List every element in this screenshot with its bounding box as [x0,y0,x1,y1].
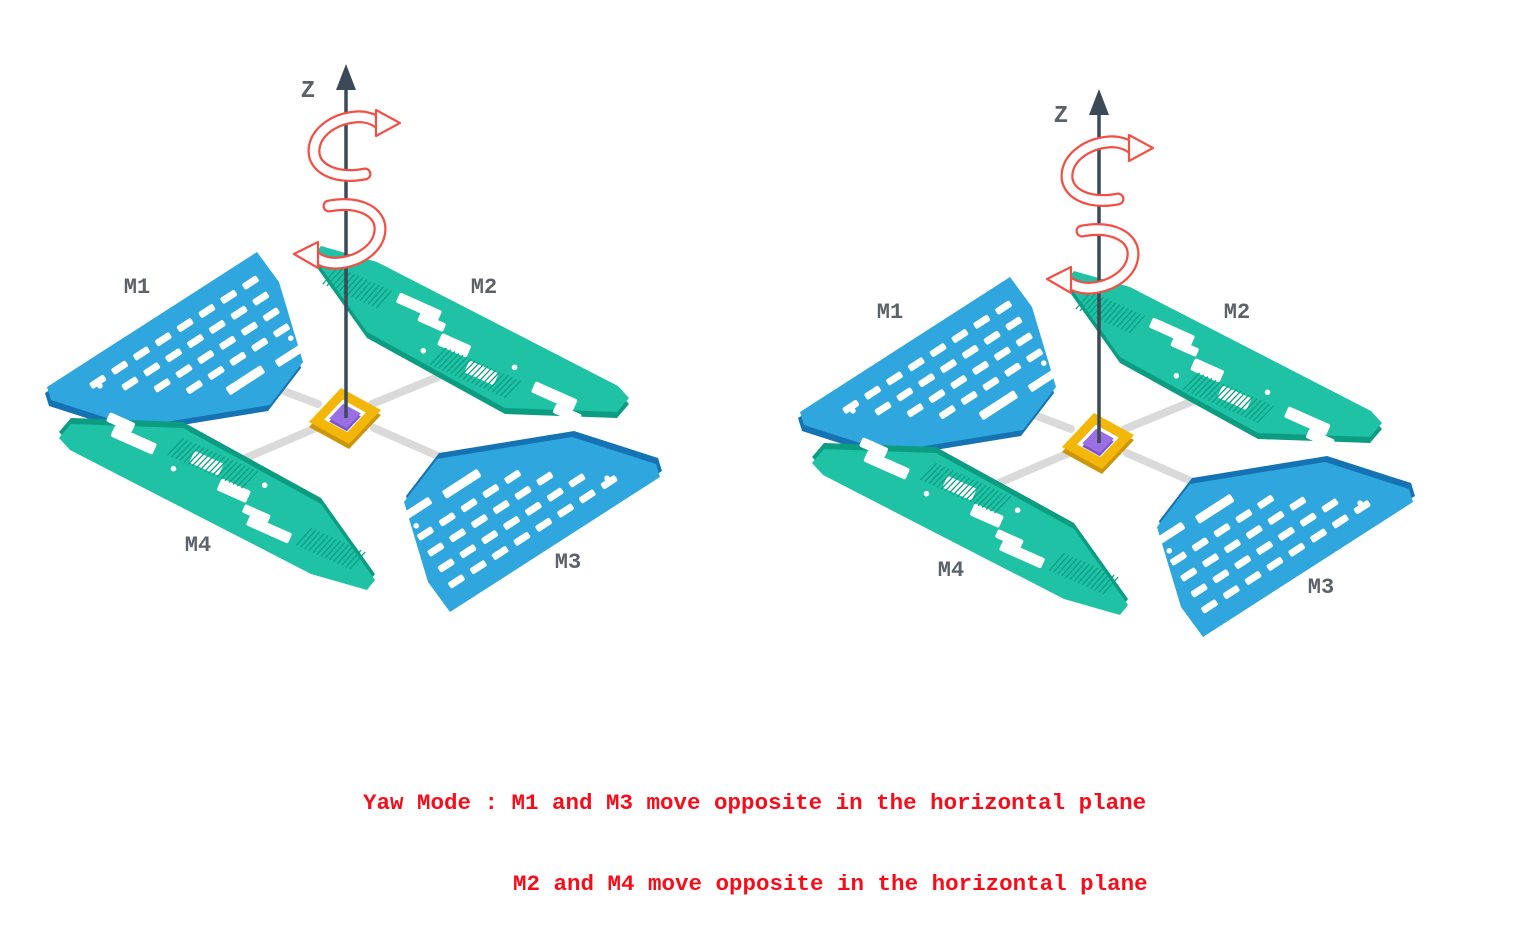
yaw-figure-left [45,64,662,612]
yaw-figure-right [798,89,1415,637]
caption-line-2: M2 and M4 move opposite in the horizonta… [513,871,1148,897]
caption: Yaw Mode : M1 and M3 move opposite in th… [363,736,1148,925]
caption-line-1: Yaw Mode : M1 and M3 move opposite in th… [363,790,1147,816]
yaw-mode-diagram: Z M1 M2 M3 M4 [0,0,1536,850]
page: { "figure": { "z_label": "Z", "plates": … [0,0,1536,897]
